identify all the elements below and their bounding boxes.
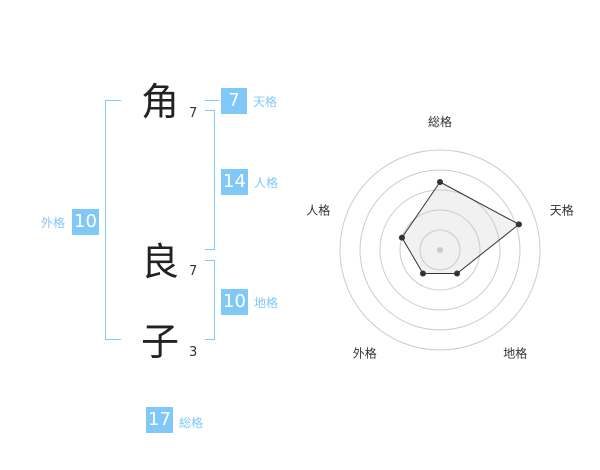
stroke-count-1: 7 [189,106,198,121]
jinkaku-value: 14 [221,169,248,195]
radar-point-5 [398,234,405,241]
radar-point-2 [515,221,522,228]
name-char-3: 子 [140,320,179,364]
tenkaku-label: 天格 [253,95,278,109]
radar-grid-ring [339,149,541,351]
gaikaku-bracket [105,100,121,340]
jinkaku-label: 人格 [254,176,279,190]
chikaku-label: 地格 [254,296,279,310]
chikaku-bracket [205,260,215,340]
gaikaku-value: 10 [72,209,99,235]
gaikaku-label: 外格 [41,216,66,230]
tenkaku-tick [205,100,219,101]
radar-axis-label-2: 天格 [550,202,574,217]
soukaku-value: 17 [146,407,173,433]
radar-grid-ring [359,169,521,331]
radar-point-4 [419,270,426,277]
radar-axis-label-1: 総格 [428,115,452,129]
name-char-1: 角 [140,80,179,124]
radar-axis-label-3: 地格 [503,346,527,361]
radar-point-3 [454,270,461,277]
radar-grid-ring [419,229,461,271]
radar-value-polygon [401,181,520,274]
radar-grid-ring [399,209,481,291]
soukaku-label: 総格 [179,416,204,430]
stroke-count-3: 3 [189,345,198,360]
radar-point-1 [437,179,443,185]
radar-axis-label-5: 人格 [306,202,330,217]
radar-axis-label-4: 外格 [353,346,377,361]
stroke-count-2: 7 [189,264,198,279]
jinkaku-bracket [205,110,215,250]
radar-grid-ring [379,189,501,311]
name-char-2: 良 [140,240,179,284]
tenkaku-value: 7 [221,88,247,114]
chikaku-value: 10 [221,289,248,315]
radar-center-dot [437,247,443,253]
